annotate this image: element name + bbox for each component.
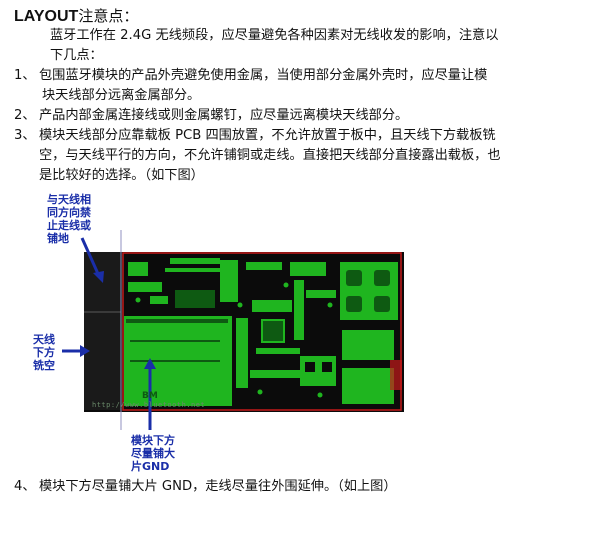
section-title: LAYOUT注意点：: [14, 6, 138, 27]
item-4-number: 4、: [14, 479, 36, 494]
intro-line-1: 蓝牙工作在 2.4G 无线频段，应尽量避免各种因素对无线收发的影响，注意以: [50, 28, 499, 43]
annotation-top: 与天线相 同方向禁 止走线或 铺地: [47, 193, 91, 245]
usb-pad: [340, 262, 398, 320]
item-3-line-3: 是比较好的选择。（如下图）: [39, 168, 204, 183]
pcb-board: [84, 252, 404, 412]
item-2-number: 2、: [14, 108, 36, 123]
antenna-cutout: [84, 252, 121, 410]
title-rest: 注意点：: [78, 7, 139, 25]
annotation-bottom: 模块下方 尽量铺大 片GND: [131, 434, 175, 473]
arrow-top: [80, 237, 101, 277]
item-1-line-2: 块天线部分远离金属部分。: [42, 88, 201, 103]
item-1-line-1: 包围蓝牙模块的产品外壳避免使用金属，当使用部分金属外壳时，应尽量让模: [39, 68, 488, 83]
item-3-line-2: 空，与天线平行的方向，不允许铺铜或走线。直接把天线部分直接露出载板，也: [39, 148, 501, 163]
intro-line-2: 下几点：: [50, 48, 103, 63]
annotation-left: 天线 下方 铣空: [33, 333, 55, 372]
board-outline: [122, 252, 402, 411]
item-3-line-1: 模块天线部分应靠载板 PCB 四围放置，不允许放置于板中，且天线下方载板铣: [39, 128, 496, 143]
item-3-number: 3、: [14, 128, 36, 143]
title-bold: LAYOUT: [14, 8, 79, 25]
item-4-line-1: 模块下方尽量铺大片 GND，走线尽量往外围延伸。（如上图）: [39, 479, 397, 494]
item-2-line-1: 产品内部金属连接线或则金属螺钉，应尽量远离模块天线部分。: [39, 108, 409, 123]
watermark: http://www.bluetooth.net: [92, 401, 206, 409]
silk-label: BM: [142, 391, 158, 401]
item-1-number: 1、: [14, 68, 36, 83]
gnd-pour: [124, 316, 232, 406]
